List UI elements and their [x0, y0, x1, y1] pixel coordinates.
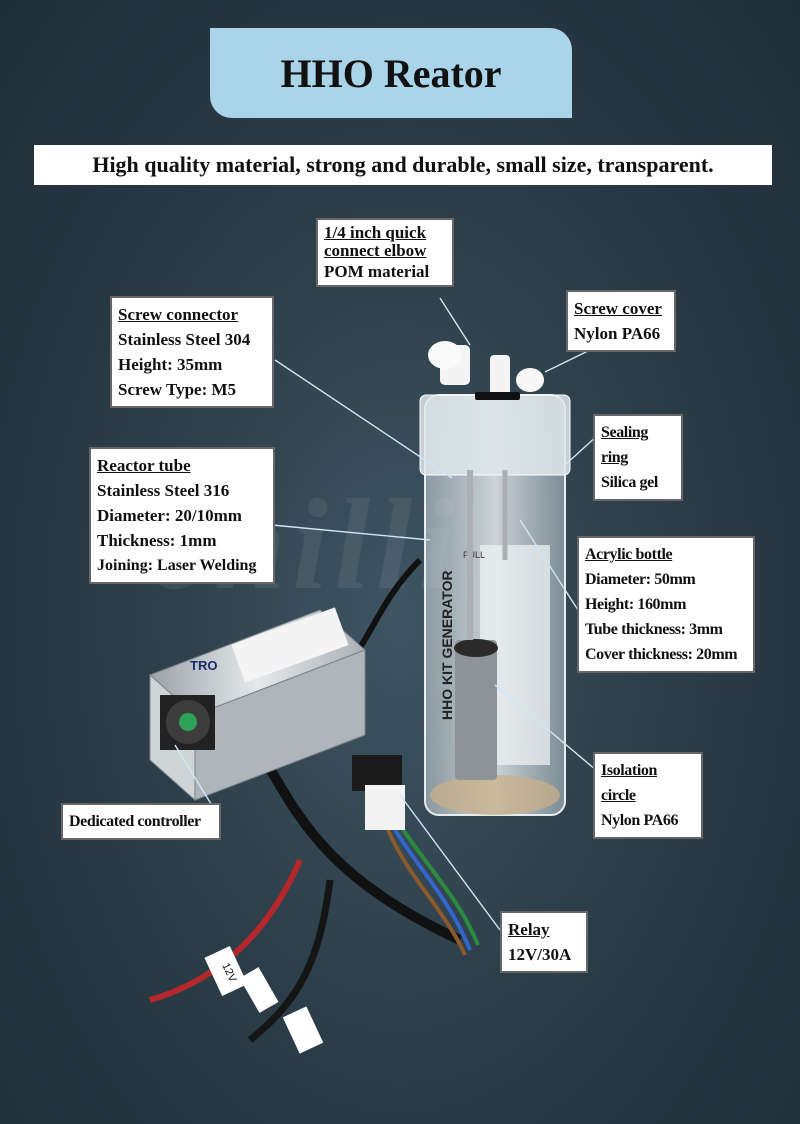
label-line: Nylon PA66	[574, 324, 661, 343]
label-line: Diameter: 20/10mm	[97, 506, 242, 525]
label-head: Screw cover	[574, 299, 662, 318]
relay-bundle	[393, 828, 472, 951]
label-isolation-circle: Isolation circle Nylon PA66	[593, 752, 703, 839]
label-head: Screw connector	[118, 305, 239, 324]
label-line: Silica gel	[601, 474, 658, 491]
controller-brand-text: TRO	[190, 658, 217, 673]
label-sealing-ring: Sealing ring Silica gel	[593, 414, 683, 501]
tube-cable	[347, 557, 423, 663]
label-relay: Relay 12V/30A	[500, 911, 588, 973]
label-line: POM material	[324, 262, 430, 281]
label-head: 1/4 inch quick connect elbow	[324, 223, 427, 260]
label-head: Sealing ring	[601, 424, 648, 466]
label-line: Height: 160mm	[585, 596, 687, 613]
reactor-tube	[455, 640, 497, 780]
label-reactor-tube: Reactor tube Stainless Steel 316 Diamete…	[89, 447, 275, 584]
controller-cable	[260, 757, 463, 945]
label-screw-cover: Screw cover Nylon PA66	[566, 290, 676, 352]
label-head: Reactor tube	[97, 456, 191, 475]
label-dedicated-controller: Dedicated controller	[61, 803, 221, 840]
label-line: Joining: Laser Welding	[97, 557, 257, 574]
screw-cover	[516, 368, 544, 392]
label-head: Isolation circle	[601, 762, 657, 804]
label-head: Relay	[508, 920, 550, 939]
label-line: Stainless Steel 316	[97, 481, 230, 500]
label-line: Screw Type: M5	[118, 380, 237, 399]
label-line: 12V/30A	[508, 945, 572, 964]
label-line: Tube thickness: 3mm	[585, 621, 723, 638]
label-line: Thickness: 1mm	[97, 531, 217, 550]
wire-tag	[204, 946, 248, 996]
label-line: Cover thickness: 20mm	[585, 646, 738, 663]
bottle-base	[430, 775, 560, 815]
subtitle: High quality material, strong and durabl…	[34, 145, 772, 185]
label-line: Nylon PA66	[601, 812, 679, 829]
label-screw-connector: Screw connector Stainless Steel 304 Heig…	[110, 296, 274, 408]
page-title: HHO Reator	[210, 28, 572, 118]
label-line: Height: 35mm	[118, 355, 223, 374]
label-head: Acrylic bottle	[585, 546, 673, 563]
bottle-brand-text: HHO KIT GENERATOR	[439, 570, 455, 720]
label-acrylic-bottle: Acrylic bottle Diameter: 50mm Height: 16…	[577, 536, 755, 673]
label-line: Stainless Steel 304	[118, 330, 251, 349]
bottle-full-text: FULL	[463, 550, 485, 560]
label-head: Dedicated controller	[69, 813, 201, 830]
black-wire	[247, 879, 334, 1043]
label-quick-connect-elbow: 1/4 inch quick connect elbow POM materia…	[316, 218, 454, 287]
label-line: Diameter: 50mm	[585, 571, 696, 588]
bottle-cover	[419, 394, 571, 476]
controller-box: TRO	[149, 607, 366, 802]
red-wire	[149, 858, 303, 1003]
